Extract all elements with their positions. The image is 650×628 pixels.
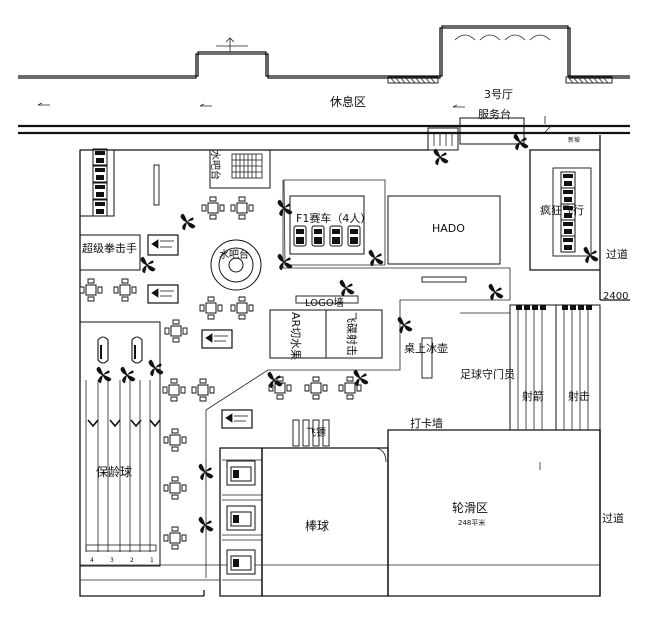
water-table: 水吧台 [209, 149, 271, 189]
rest-area-label: 休息区 [330, 94, 366, 109]
boxing-label: 超级拳击手 [82, 241, 137, 255]
f1-label: F1赛车（4人） [296, 211, 371, 225]
water-bar: 水吧台 [210, 239, 262, 291]
interior-walls [79, 116, 630, 597]
hado-label: HADO [432, 222, 465, 235]
lane-number-2: 2 [130, 557, 134, 564]
service-desk: 服务台 新坡 [427, 107, 580, 151]
archery-label: 射箭 [522, 389, 544, 403]
water-bar-label: 水吧台 [219, 248, 249, 261]
flying-shoot-label: 飞碟射击 [345, 312, 359, 356]
baseball-label: 棒球 [305, 519, 329, 533]
hado-arena: HADO [387, 195, 501, 265]
passage-right-label: 过道 [606, 247, 628, 261]
dimension-label: 2400 [603, 291, 628, 302]
small-kiosks [147, 284, 253, 429]
darts-area: 飞镖 [292, 419, 330, 447]
ar-fruit-label: AR切水果 [289, 312, 302, 360]
bowling-alley: 4 3 2 1 保龄球 [79, 321, 161, 567]
passage-bottom-label: 过道 [602, 511, 624, 525]
boxing-machine: 超级拳击手 [79, 234, 179, 271]
baseball-area: 棒球 [226, 460, 329, 575]
hall-label: 3号厅 [484, 88, 513, 101]
logo-wall-label: LOGO墙 [305, 296, 344, 309]
service-desk-label: 服务台 [478, 107, 511, 121]
water-table-vertical-label: 水吧台 [209, 150, 222, 180]
arcade-machines-left [79, 148, 115, 217]
archery-shooting-lanes: 射箭 射击 [509, 304, 601, 431]
crazy-drive-area: 疯狂飞行 [540, 167, 592, 257]
note-label: 新坡 [568, 136, 580, 144]
bowling-label: 保龄球 [96, 465, 132, 479]
darts-label: 飞镖 [306, 427, 326, 439]
skating-area: 轮滑区 248平米 [452, 462, 541, 527]
skating-label: 轮滑区 [452, 501, 488, 515]
table-hockey-label: 桌上冰壶 [404, 341, 448, 355]
goalkeeper-label: 足球守门员 [460, 367, 515, 381]
ar-fruit-area: AR切水果 [269, 309, 327, 360]
outer-walls [18, 25, 630, 135]
lane-number-4: 4 [90, 557, 94, 564]
lane-number-3: 3 [110, 557, 114, 564]
flying-shoot-area: 飞碟射击 [325, 309, 383, 359]
f1-racing: F1赛车（4人） [289, 195, 371, 255]
lane-number-1: 1 [150, 557, 154, 564]
shooting-label: 射击 [568, 389, 590, 403]
skating-area-size: 248平米 [458, 518, 485, 527]
crazy-drive-label: 疯狂飞行 [540, 203, 584, 217]
checkin-wall-label: 打卡墙 [410, 416, 443, 430]
